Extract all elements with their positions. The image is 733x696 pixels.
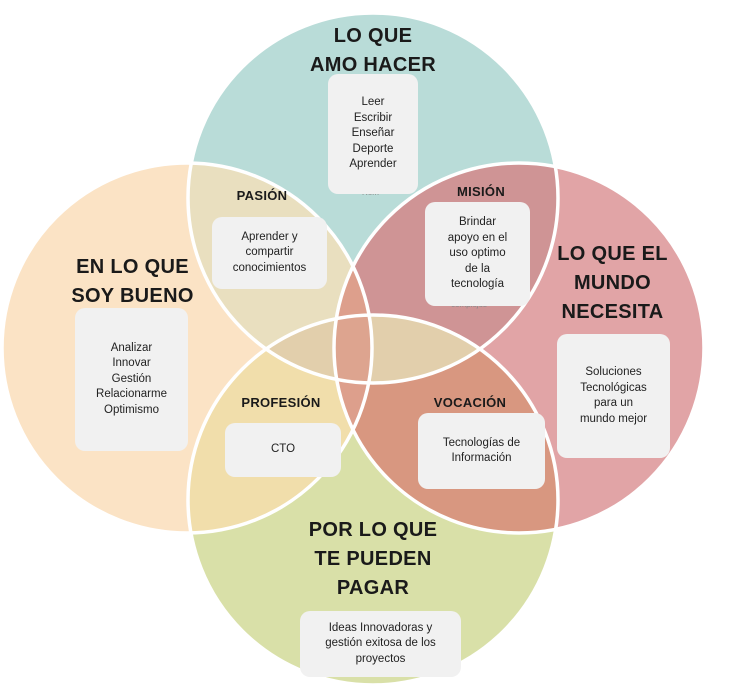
label-profesion: PROFESIÓN [241,395,321,410]
outline-right [332,161,706,535]
list-item: Escribir [353,111,393,124]
list-item: Leer [361,96,385,109]
box-vocacion: Tecnologías de Información [418,413,545,489]
list-item: apoyo en el [447,231,508,244]
list-item: mundo mejor [579,412,648,425]
box-profesion: CTO [225,423,341,477]
list-item: gestión exitosa de los [325,637,436,650]
title-left: EN LO QUE SOY BUENO [60,253,205,311]
box-en-lo-que-soy-bueno: Analizar Innovar Gestión Relacionarme Op… [75,308,188,451]
label-mision: MISIÓN [456,184,506,199]
title-bottom-line2: TE PUEDEN [314,548,432,570]
outline-bottom [186,313,560,687]
outline-left [0,161,374,535]
list-item: CTO [270,443,296,456]
list-item: tecnología [450,278,505,291]
list-item: Información [451,452,512,464]
list-item: Aprender [349,158,397,171]
title-bottom-line1: POR LO QUE [308,519,438,541]
list-item: Deporte [352,142,394,155]
label-pasion: PASIÓN [236,188,288,203]
title-bottom: POR LO QUE TE PUEDEN PAGAR [288,516,458,603]
title-right-line3: NECESITA [561,301,664,323]
list-item: Aprender y [241,230,298,243]
list-item: compartir [245,246,294,259]
title-right-line1: LO QUE EL [557,243,668,265]
list-item: Relacionarme [96,388,167,401]
list-item: Ideas Innovadoras y [328,621,433,634]
list-item: Soluciones [585,366,642,378]
list-item: Analizar [110,341,153,354]
box-pasion: Aprender y compartir conocimientos [212,217,327,289]
list-item: proyectos [355,652,406,665]
list-item: para un [593,397,633,409]
list-item: Optimismo [104,403,159,416]
title-bottom-line3: PAGAR [336,577,410,599]
list-item: Brindar [458,216,497,229]
box-mision: Brindar apoyo en el uso optimo de la tec… [425,202,530,306]
box-lo-que-amo-hacer: Leer Escribir Enseñar Deporte Aprender [328,74,418,194]
list-item: Gestión [111,372,152,385]
box-por-lo-que-te-pueden-pagar: Ideas Innovadoras y gestión exitosa de l… [300,611,461,677]
title-left-line1: EN LO QUE [76,256,189,278]
label-vocacion: VOCACIÓN [433,395,507,410]
box-lo-que-el-mundo-necesita: Soluciones Tecnológicas para un mundo me… [557,334,670,458]
outline-top [186,11,560,385]
title-top-line1: LO QUE [333,25,413,47]
title-left-line2: SOY BUENO [71,285,194,307]
list-item: de la [465,262,490,275]
title-top: LO QUE AMO HACER [278,22,468,80]
list-item: uso optimo [449,247,506,260]
title-right-line2: MUNDO [573,272,652,294]
list-item: Innovar [112,357,151,370]
title-right: LO QUE EL MUNDO NECESITA [545,240,680,327]
list-item: conocimientos [232,261,307,274]
title-top-line2: AMO HACER [309,54,437,76]
list-item: Tecnologías de [442,436,521,449]
list-item: Tecnológicas [580,381,647,394]
list-item: Enseñar [351,127,395,140]
